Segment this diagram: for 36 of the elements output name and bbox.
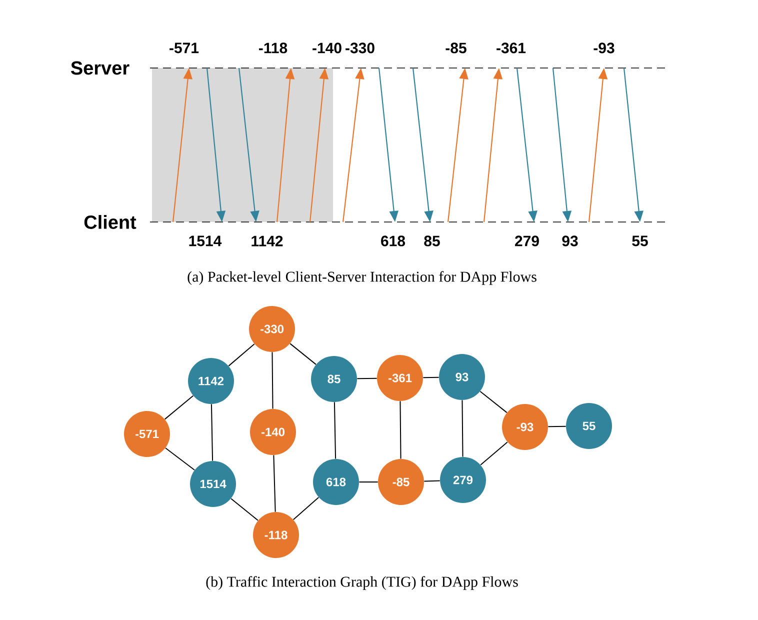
packet-size-label: -330 xyxy=(346,42,374,54)
graph-edge xyxy=(164,395,194,420)
timeline: Client xyxy=(84,215,668,229)
packet-size-label: 279 xyxy=(515,236,539,246)
graph-edge xyxy=(273,454,276,512)
graph-edge xyxy=(422,376,440,378)
graph-edge xyxy=(548,426,566,428)
packet-size-label: -140 xyxy=(312,42,342,54)
graph-edge xyxy=(424,480,440,482)
packet-size-label: -571 xyxy=(170,42,199,54)
packet-size-label: 1142 xyxy=(252,236,283,246)
graph-edge xyxy=(462,400,464,458)
graph-edge xyxy=(165,448,196,470)
graph-edge xyxy=(292,496,320,520)
packet-size-label: -118 xyxy=(259,42,288,54)
graph-edge xyxy=(356,378,378,380)
graph-edge xyxy=(334,402,336,460)
graph-edge xyxy=(400,400,402,460)
packet-size-label: -93 xyxy=(594,42,614,54)
graph-edge xyxy=(228,344,255,366)
graph-edge xyxy=(272,352,274,410)
timeline: Server xyxy=(70,61,668,75)
packet-size-label: -361 xyxy=(496,42,526,54)
packet-size-label: 1514 xyxy=(189,236,222,246)
packet-size-label: 85 xyxy=(424,236,440,246)
graph-edge xyxy=(230,498,258,521)
graph-edge xyxy=(480,442,508,466)
packet-size-label: 93 xyxy=(562,236,578,246)
graph-edge xyxy=(210,404,214,462)
graph-edge xyxy=(290,343,316,365)
subfigure-caption: (b) Traffic Interaction Graph (TIG) for DApp Flows xyxy=(206,576,518,590)
packet-size-label: 618 xyxy=(381,236,406,246)
packet-size-label: -85 xyxy=(446,42,466,54)
packet-size-label: 55 xyxy=(632,236,648,246)
subfigure-caption: (a) Packet-level Client-Server Interaction for DApp Flows xyxy=(188,271,536,285)
graph-edge xyxy=(480,390,508,414)
